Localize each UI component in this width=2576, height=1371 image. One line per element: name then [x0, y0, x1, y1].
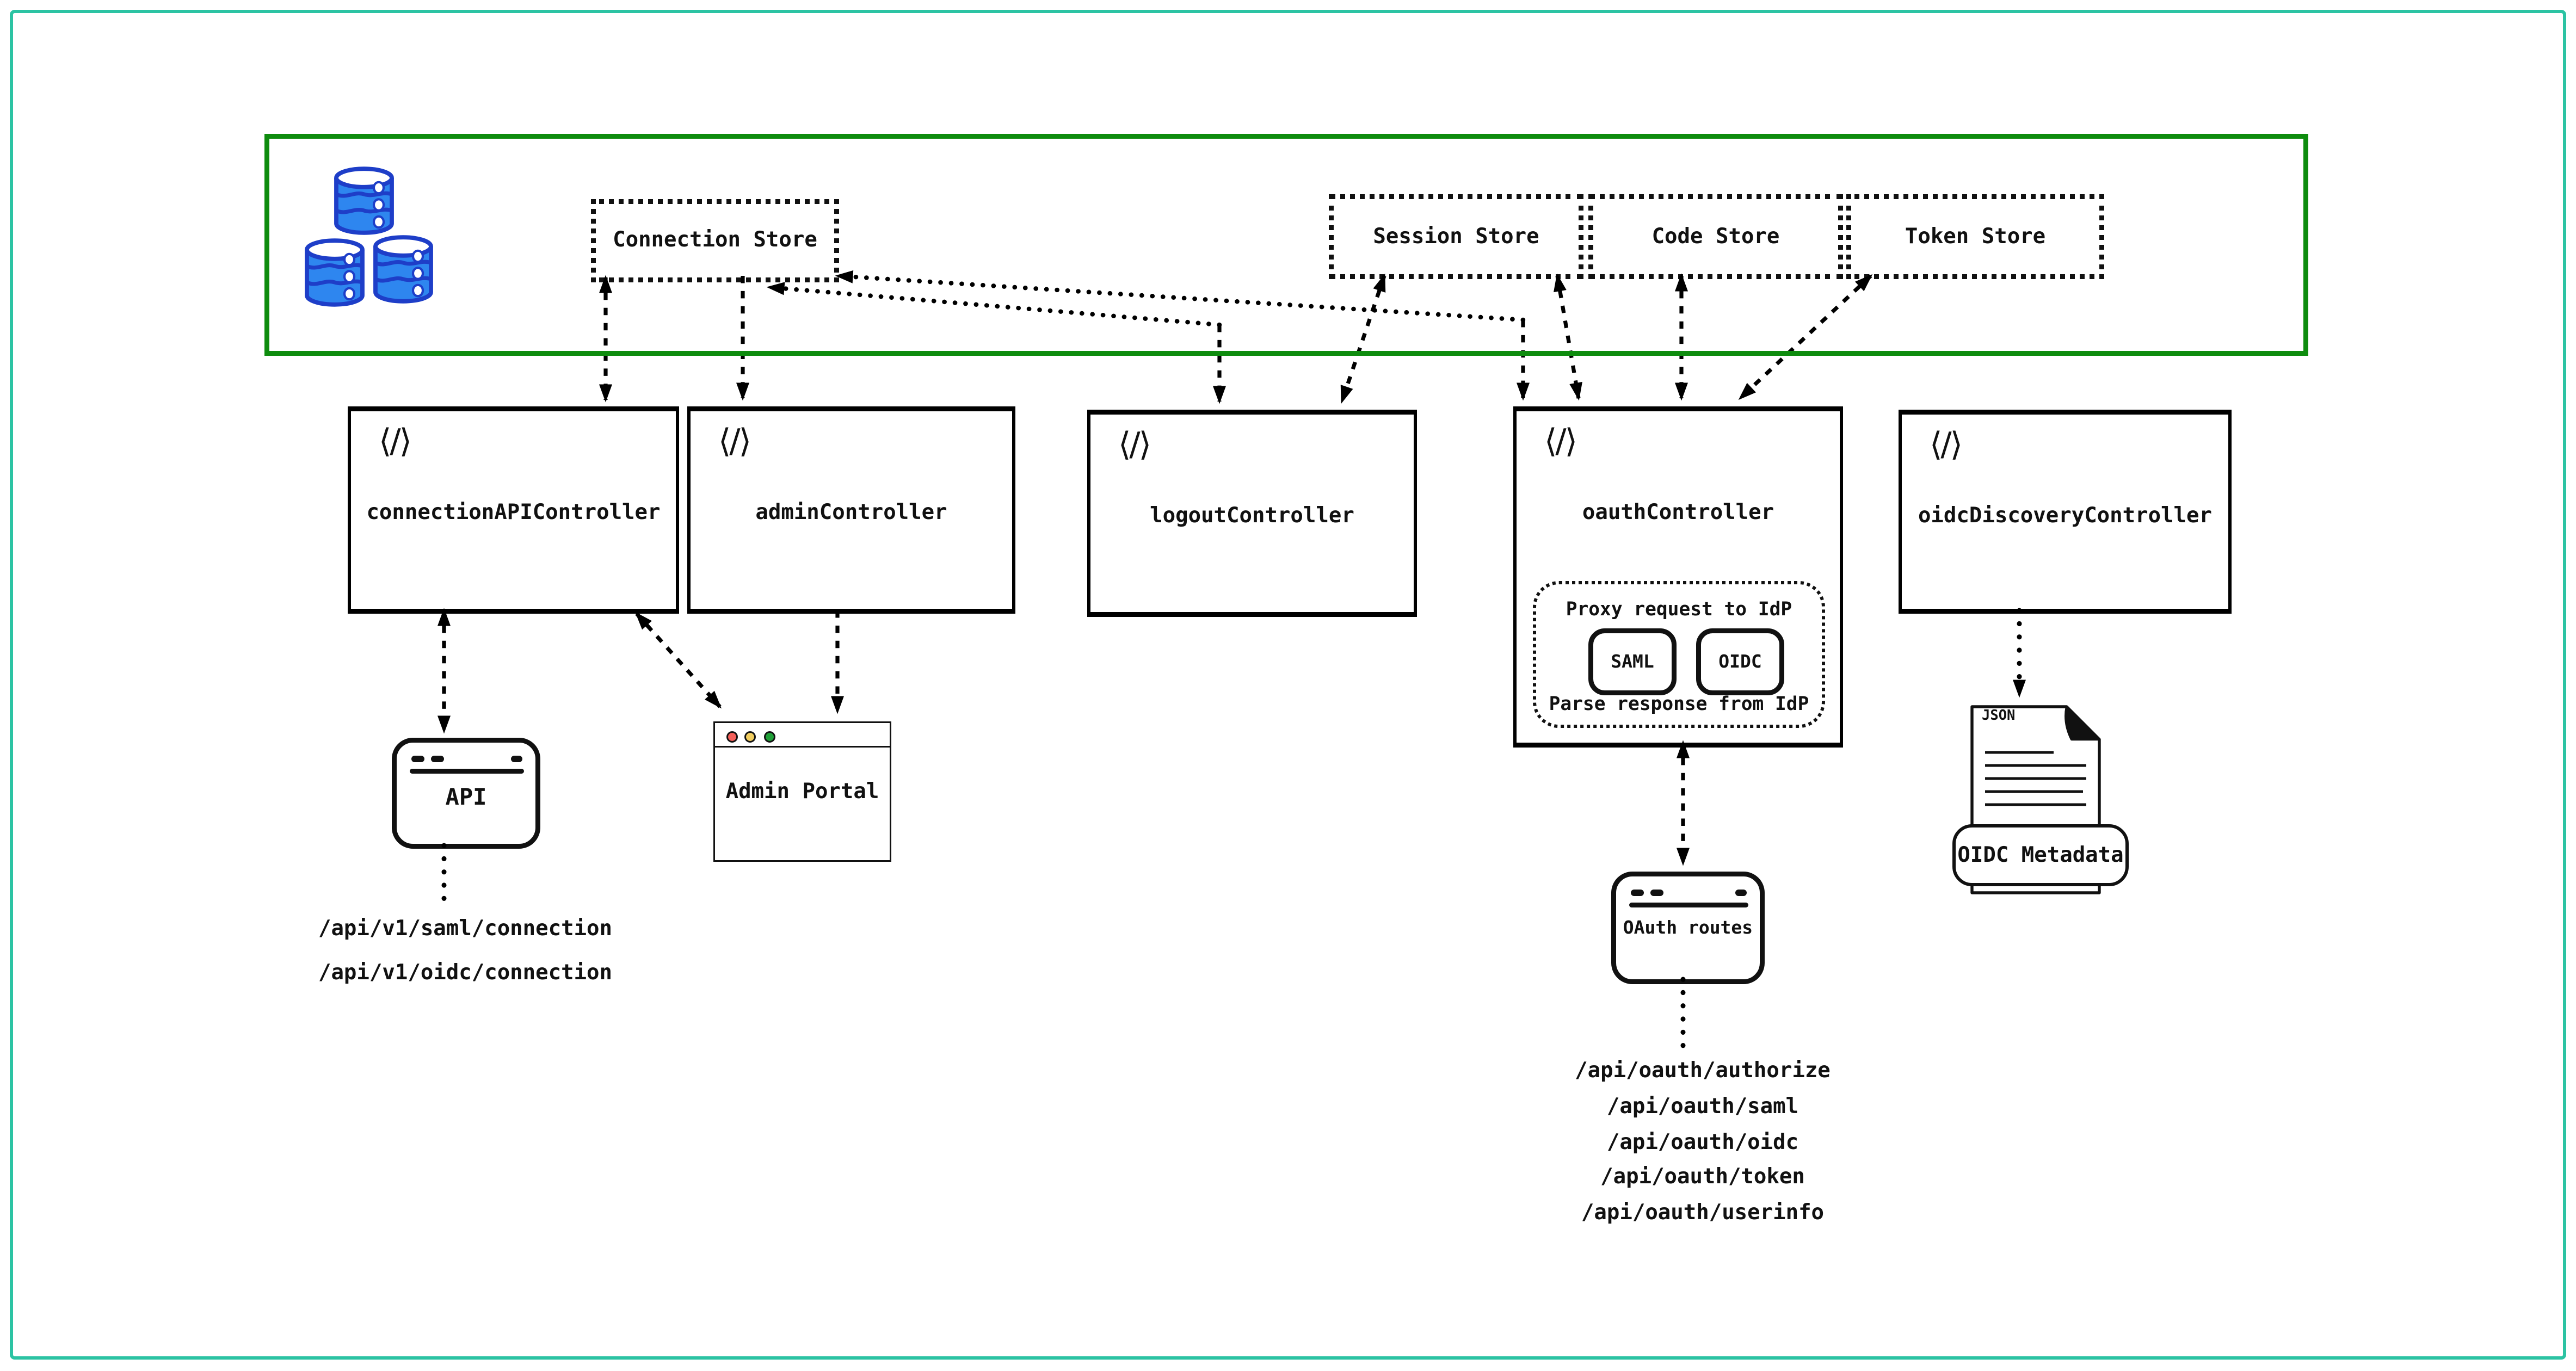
admin-portal-window: Admin Portal: [713, 721, 891, 862]
window-dash-icon: [1631, 890, 1644, 896]
endpoint-oauth-userinfo: /api/oauth/userinfo: [1581, 1201, 1825, 1226]
close-dot-icon: [725, 730, 737, 742]
window-dash-icon: [511, 756, 522, 762]
parse-response-label: Parse response from IdP: [1549, 692, 1809, 715]
logout-controller-box: ⟨/⟩ logoutController: [1087, 410, 1417, 617]
code-icon: ⟨/⟩: [1544, 421, 1577, 460]
code-icon: ⟨/⟩: [1118, 424, 1151, 464]
admin-controller-box: ⟨/⟩ adminController: [687, 406, 1015, 614]
database-stack-icon: [302, 160, 457, 317]
code-store-label: Code Store: [1651, 224, 1780, 249]
logout-controller-label: logoutController: [1150, 504, 1354, 529]
connection-api-controller-label: connectionAPIController: [366, 501, 661, 526]
token-store-label: Token Store: [1905, 224, 2046, 249]
window-dash-icon: [1735, 890, 1747, 896]
session-store-label: Session Store: [1373, 224, 1539, 249]
saml-label: SAML: [1611, 651, 1654, 672]
endpoint-saml-connection: /api/v1/saml/connection: [318, 917, 613, 942]
window-titlebar-line: [715, 745, 890, 748]
saml-protocol-box: SAML: [1588, 628, 1677, 695]
maximize-dot-icon: [763, 730, 775, 742]
endpoint-oauth-oidc: /api/oauth/oidc: [1606, 1131, 1799, 1156]
oauth-controller-box: ⟨/⟩ oauthController Proxy request to IdP…: [1513, 406, 1843, 748]
connection-store-box: Connection Store: [591, 199, 839, 282]
admin-controller-label: adminController: [755, 501, 947, 526]
traffic-lights-icon: [725, 730, 775, 742]
oidc-metadata-banner: OIDC Metadata: [1952, 824, 2129, 886]
code-store-box: Code Store: [1588, 194, 1843, 279]
code-icon: ⟨/⟩: [718, 421, 751, 460]
code-icon: ⟨/⟩: [1930, 424, 1963, 464]
connection-api-controller-box: ⟨/⟩ connectionAPIController: [348, 406, 679, 614]
window-titlebar-line: [410, 769, 524, 774]
endpoint-oidc-connection: /api/v1/oidc/connection: [318, 961, 613, 986]
oidc-label: OIDC: [1718, 651, 1762, 672]
admin-portal-label: Admin Portal: [725, 780, 879, 805]
idp-proxy-box: Proxy request to IdP SAML OIDC Parse res…: [1533, 581, 1825, 728]
endpoint-oauth-authorize: /api/oauth/authorize: [1575, 1059, 1831, 1084]
code-icon: ⟨/⟩: [379, 421, 412, 460]
oidc-discovery-controller-label: oidcDiscoveryController: [1918, 504, 2212, 529]
api-client-window: API: [392, 738, 540, 849]
window-dash-icon: [411, 756, 424, 762]
oauth-routes-window: OAuth routes: [1611, 872, 1765, 984]
endpoint-oauth-saml: /api/oauth/saml: [1606, 1095, 1799, 1120]
oidc-protocol-box: OIDC: [1696, 628, 1784, 695]
connection-store-label: Connection Store: [613, 228, 817, 253]
window-dash-icon: [431, 756, 444, 762]
window-titlebar-line: [1629, 903, 1748, 907]
token-store-box: Token Store: [1846, 194, 2104, 279]
endpoint-oauth-token: /api/oauth/token: [1600, 1165, 1805, 1190]
proxy-request-label: Proxy request to IdP: [1566, 597, 1792, 620]
oauth-controller-label: oauthController: [1582, 501, 1774, 526]
session-store-box: Session Store: [1329, 194, 1583, 279]
window-dash-icon: [1650, 890, 1663, 896]
oidc-metadata-label: OIDC Metadata: [1957, 843, 2124, 868]
minimize-dot-icon: [744, 730, 756, 742]
api-window-label: API: [445, 785, 487, 811]
oidc-discovery-controller-box: ⟨/⟩ oidcDiscoveryController: [1899, 410, 2232, 614]
outer-page-border: [10, 10, 2566, 1361]
oauth-routes-label: OAuth routes: [1623, 917, 1753, 938]
json-file-type-label: JSON: [1982, 708, 2016, 725]
